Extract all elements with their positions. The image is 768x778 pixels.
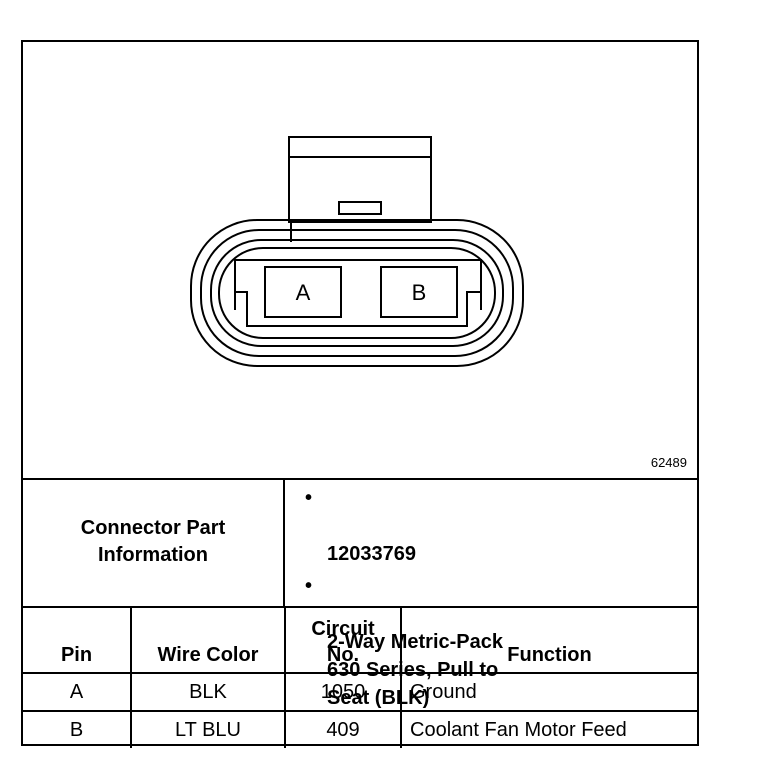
header-circuit: Circuit No. [284,606,402,674]
pin-label-a: A [296,280,311,305]
bullet-icon: • [305,487,313,509]
figure-code: 62489 [650,455,687,470]
pin-label-b: B [412,280,427,305]
table-row: B LT BLU 409 Coolant Fan Motor Feed [23,710,697,748]
connector-face [234,259,482,292]
part-number-item: • 12033769 [285,484,689,568]
connector-info-row: Connector Part Information • 12033769 • … [23,478,697,709]
cell-circuit: 409 [284,710,402,748]
connector-info-label: Connector Part Information [23,478,285,606]
cell-circuit: 1050 [284,672,402,712]
cell-function: Coolant Fan Motor Feed [400,710,697,748]
locking-tab [288,136,432,223]
connector-outer-shell [190,219,524,367]
connector-figure: A B 62489 [23,42,697,480]
connector-sheet: A B 62489 Connector Part Information • 1… [21,40,699,748]
bullet-icon: • [305,575,313,597]
cell-wire-color: BLK [130,672,286,712]
header-wire-color: Wire Color [130,606,286,674]
pin-cavity-a [264,266,342,318]
connector-info-label-text: Connector Part Information [80,517,226,566]
latch-slot [338,201,382,215]
part-number: 12033769 [327,543,416,565]
cell-pin: A [23,672,132,712]
header-pin: Pin [23,606,132,674]
cell-function: Ground [400,672,697,712]
cell-pin: B [23,710,132,748]
pin-table: Pin Wire Color Circuit No. Function A BL… [23,606,697,748]
table-row: A BLK 1050 Ground [23,672,697,712]
pin-cavity-b [380,266,458,318]
header-circuit-text: Circuit No. [311,618,375,666]
connector-drawing: A B [190,136,524,367]
cell-wire-color: LT BLU [130,710,286,748]
pin-table-header: Pin Wire Color Circuit No. Function [23,606,697,674]
header-function: Function [400,606,697,674]
